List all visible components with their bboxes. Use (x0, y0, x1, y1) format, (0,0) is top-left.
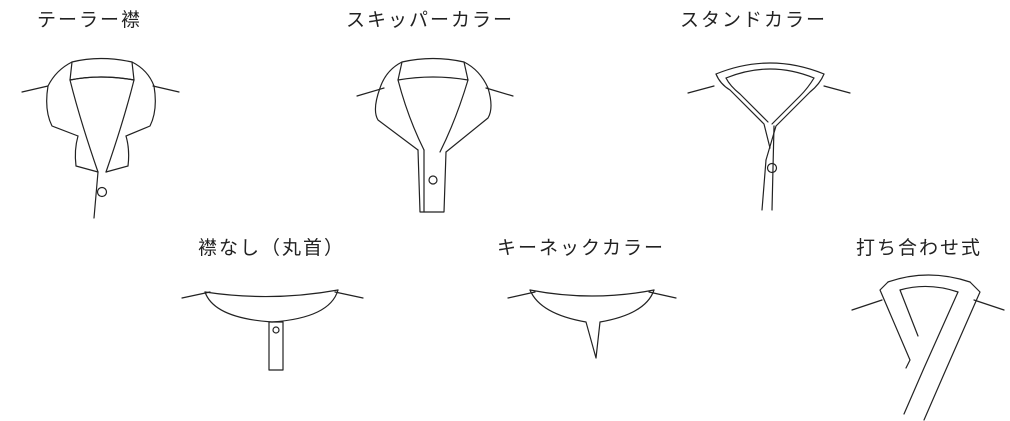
collarless-illustration (181, 289, 364, 371)
key-neck-collar-illustration (507, 289, 677, 359)
tailored-collar-illustration (21, 57, 180, 219)
label-tailored-collar: テーラー襟 (37, 9, 143, 31)
label-key-neck-collar: キーネックカラー (497, 237, 666, 259)
label-skipper-collar: スキッパーカラー (346, 9, 515, 31)
crossover-collar-illustration (851, 274, 1005, 421)
label-collarless: 襟なし（丸首） (198, 237, 346, 259)
label-stand-collar: スタンドカラー (680, 9, 828, 31)
stand-collar-illustration (687, 62, 851, 211)
skipper-collar-illustration (356, 57, 514, 213)
label-crossover: 打ち合わせ式 (856, 237, 983, 259)
